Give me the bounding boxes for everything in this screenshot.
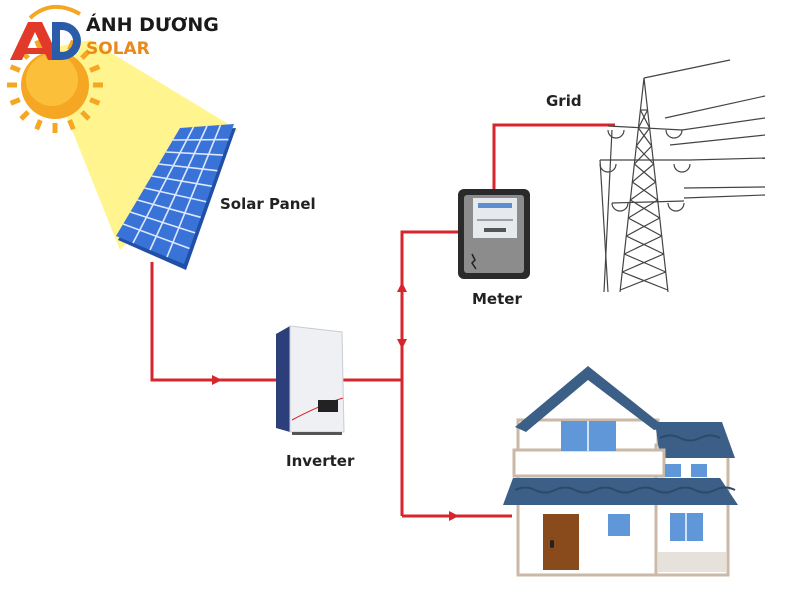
logo-mark <box>10 5 81 60</box>
solar-panel-label: Solar Panel <box>220 195 316 213</box>
wire-junction-to-meter <box>400 230 462 516</box>
logo-brand-line1: ÁNH DƯƠNG <box>86 14 219 36</box>
sunlight-beam <box>40 40 238 250</box>
grid-label: Grid <box>546 92 582 110</box>
meter-label: Meter <box>472 290 522 308</box>
arrow-up-icon <box>397 282 407 292</box>
wire-panel-to-inverter <box>150 262 278 382</box>
power-pylon-icon <box>599 59 766 293</box>
inverter-icon <box>276 325 345 435</box>
wire-meter-to-grid <box>492 123 615 190</box>
arrow-right-icon <box>449 511 459 521</box>
solar-panel-icon <box>116 124 236 270</box>
logo-brand-line2: SOLAR <box>86 39 150 59</box>
inverter-label: Inverter <box>286 452 355 470</box>
arrow-down-icon <box>397 339 407 349</box>
meter-icon <box>458 189 530 279</box>
house-icon <box>503 366 738 577</box>
arrow-right-icon <box>212 375 222 385</box>
